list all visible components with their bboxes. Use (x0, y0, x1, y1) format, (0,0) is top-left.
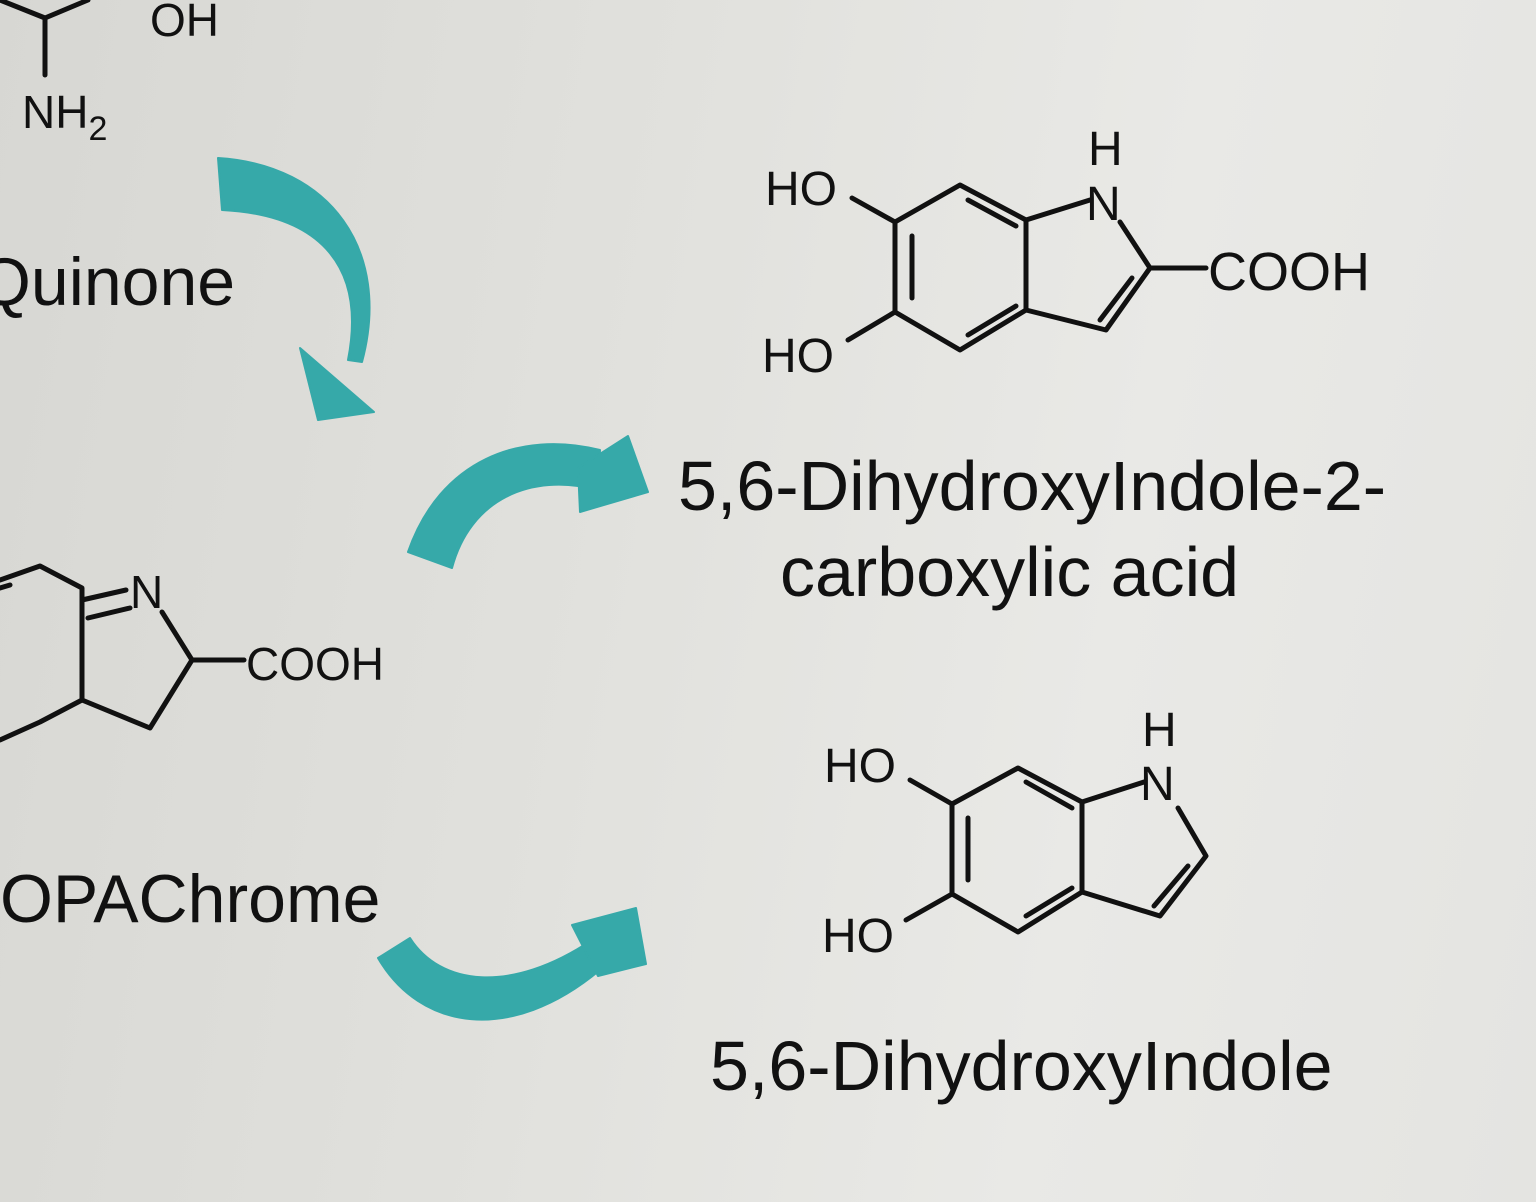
dhi-inner-double-bond-top (1023, 779, 1075, 811)
dhica-ring-n-bond (1023, 197, 1093, 223)
quinone-to-dopachrome-arrow (217, 157, 375, 421)
dhica-h-label: H (1088, 123, 1123, 176)
dhi-n-label: N (1140, 758, 1175, 811)
top-fragment-structure: OH NH2 (0, 0, 219, 148)
dopachrome-to-dhica-arrow (407, 435, 649, 569)
dhi-benzene-ring (949, 765, 1085, 935)
top-nh2-label: NH2 (22, 86, 107, 148)
dhi-pyrrole-ring (1079, 805, 1209, 919)
dhica-inner-double-bond-top (965, 197, 1019, 229)
dopachrome-cn-double-bond-a (79, 587, 129, 603)
dhica-label-line1: 5,6-DihydroxyIndole-2- (678, 447, 1386, 525)
dopachrome-n-label: N (130, 566, 163, 618)
dhica-inner-double-bond-bottom (965, 303, 1019, 338)
dopachrome-structure: N COOH (0, 563, 384, 743)
dhica-ho-top-label: HO (765, 163, 837, 216)
quinone-label: Quinone (0, 244, 235, 320)
top-nh-text: NH (22, 86, 88, 138)
dhi-h-label: H (1142, 704, 1177, 757)
dhi-c-oh-top-bond (907, 777, 955, 807)
top-oh-label: OH (150, 0, 219, 46)
dopachrome-pyrroline-ring (79, 609, 195, 731)
dhica-ho-bottom-label: HO (762, 330, 834, 383)
dhica-pyrrole-ring (1023, 219, 1153, 333)
dhi-ring-n-bond (1079, 779, 1147, 805)
dopachrome-to-dhi-arrow (377, 907, 647, 1021)
top-fragment-bonds (0, 0, 91, 21)
dhica-c-oh-top-bond (849, 195, 898, 225)
dopachrome-label: OPAChrome (0, 861, 380, 937)
dopachrome-cooh-label: COOH (246, 638, 384, 690)
dhi-pyrrole-double-bond (1151, 863, 1191, 909)
dhica-benzene-ring (892, 182, 1029, 353)
dhica-structure: HO HO N H COOH (762, 123, 1370, 383)
dhi-ho-top-label: HO (824, 740, 896, 793)
dhi-ho-bottom-label: HO (822, 910, 894, 963)
dhi-label: 5,6-DihydroxyIndole (710, 1027, 1333, 1105)
dhica-c-oh-bottom-bond (845, 309, 898, 343)
dhi-structure: HO HO N H (822, 704, 1209, 963)
dhica-cooh-label: COOH (1208, 242, 1370, 302)
dopachrome-ring-fragment (0, 582, 13, 591)
top-nh2-subscript: 2 (88, 110, 107, 148)
dhica-label-line2: carboxylic acid (780, 533, 1239, 611)
dhi-inner-double-bond-bottom (1023, 885, 1075, 919)
dhica-n-label: N (1086, 178, 1121, 231)
dopachrome-benzene-ring (0, 563, 85, 743)
dopachrome-cn-double-bond-b (85, 605, 133, 621)
dhi-c-oh-bottom-bond (903, 891, 955, 923)
dhica-pyrrole-double-bond (1097, 275, 1135, 323)
